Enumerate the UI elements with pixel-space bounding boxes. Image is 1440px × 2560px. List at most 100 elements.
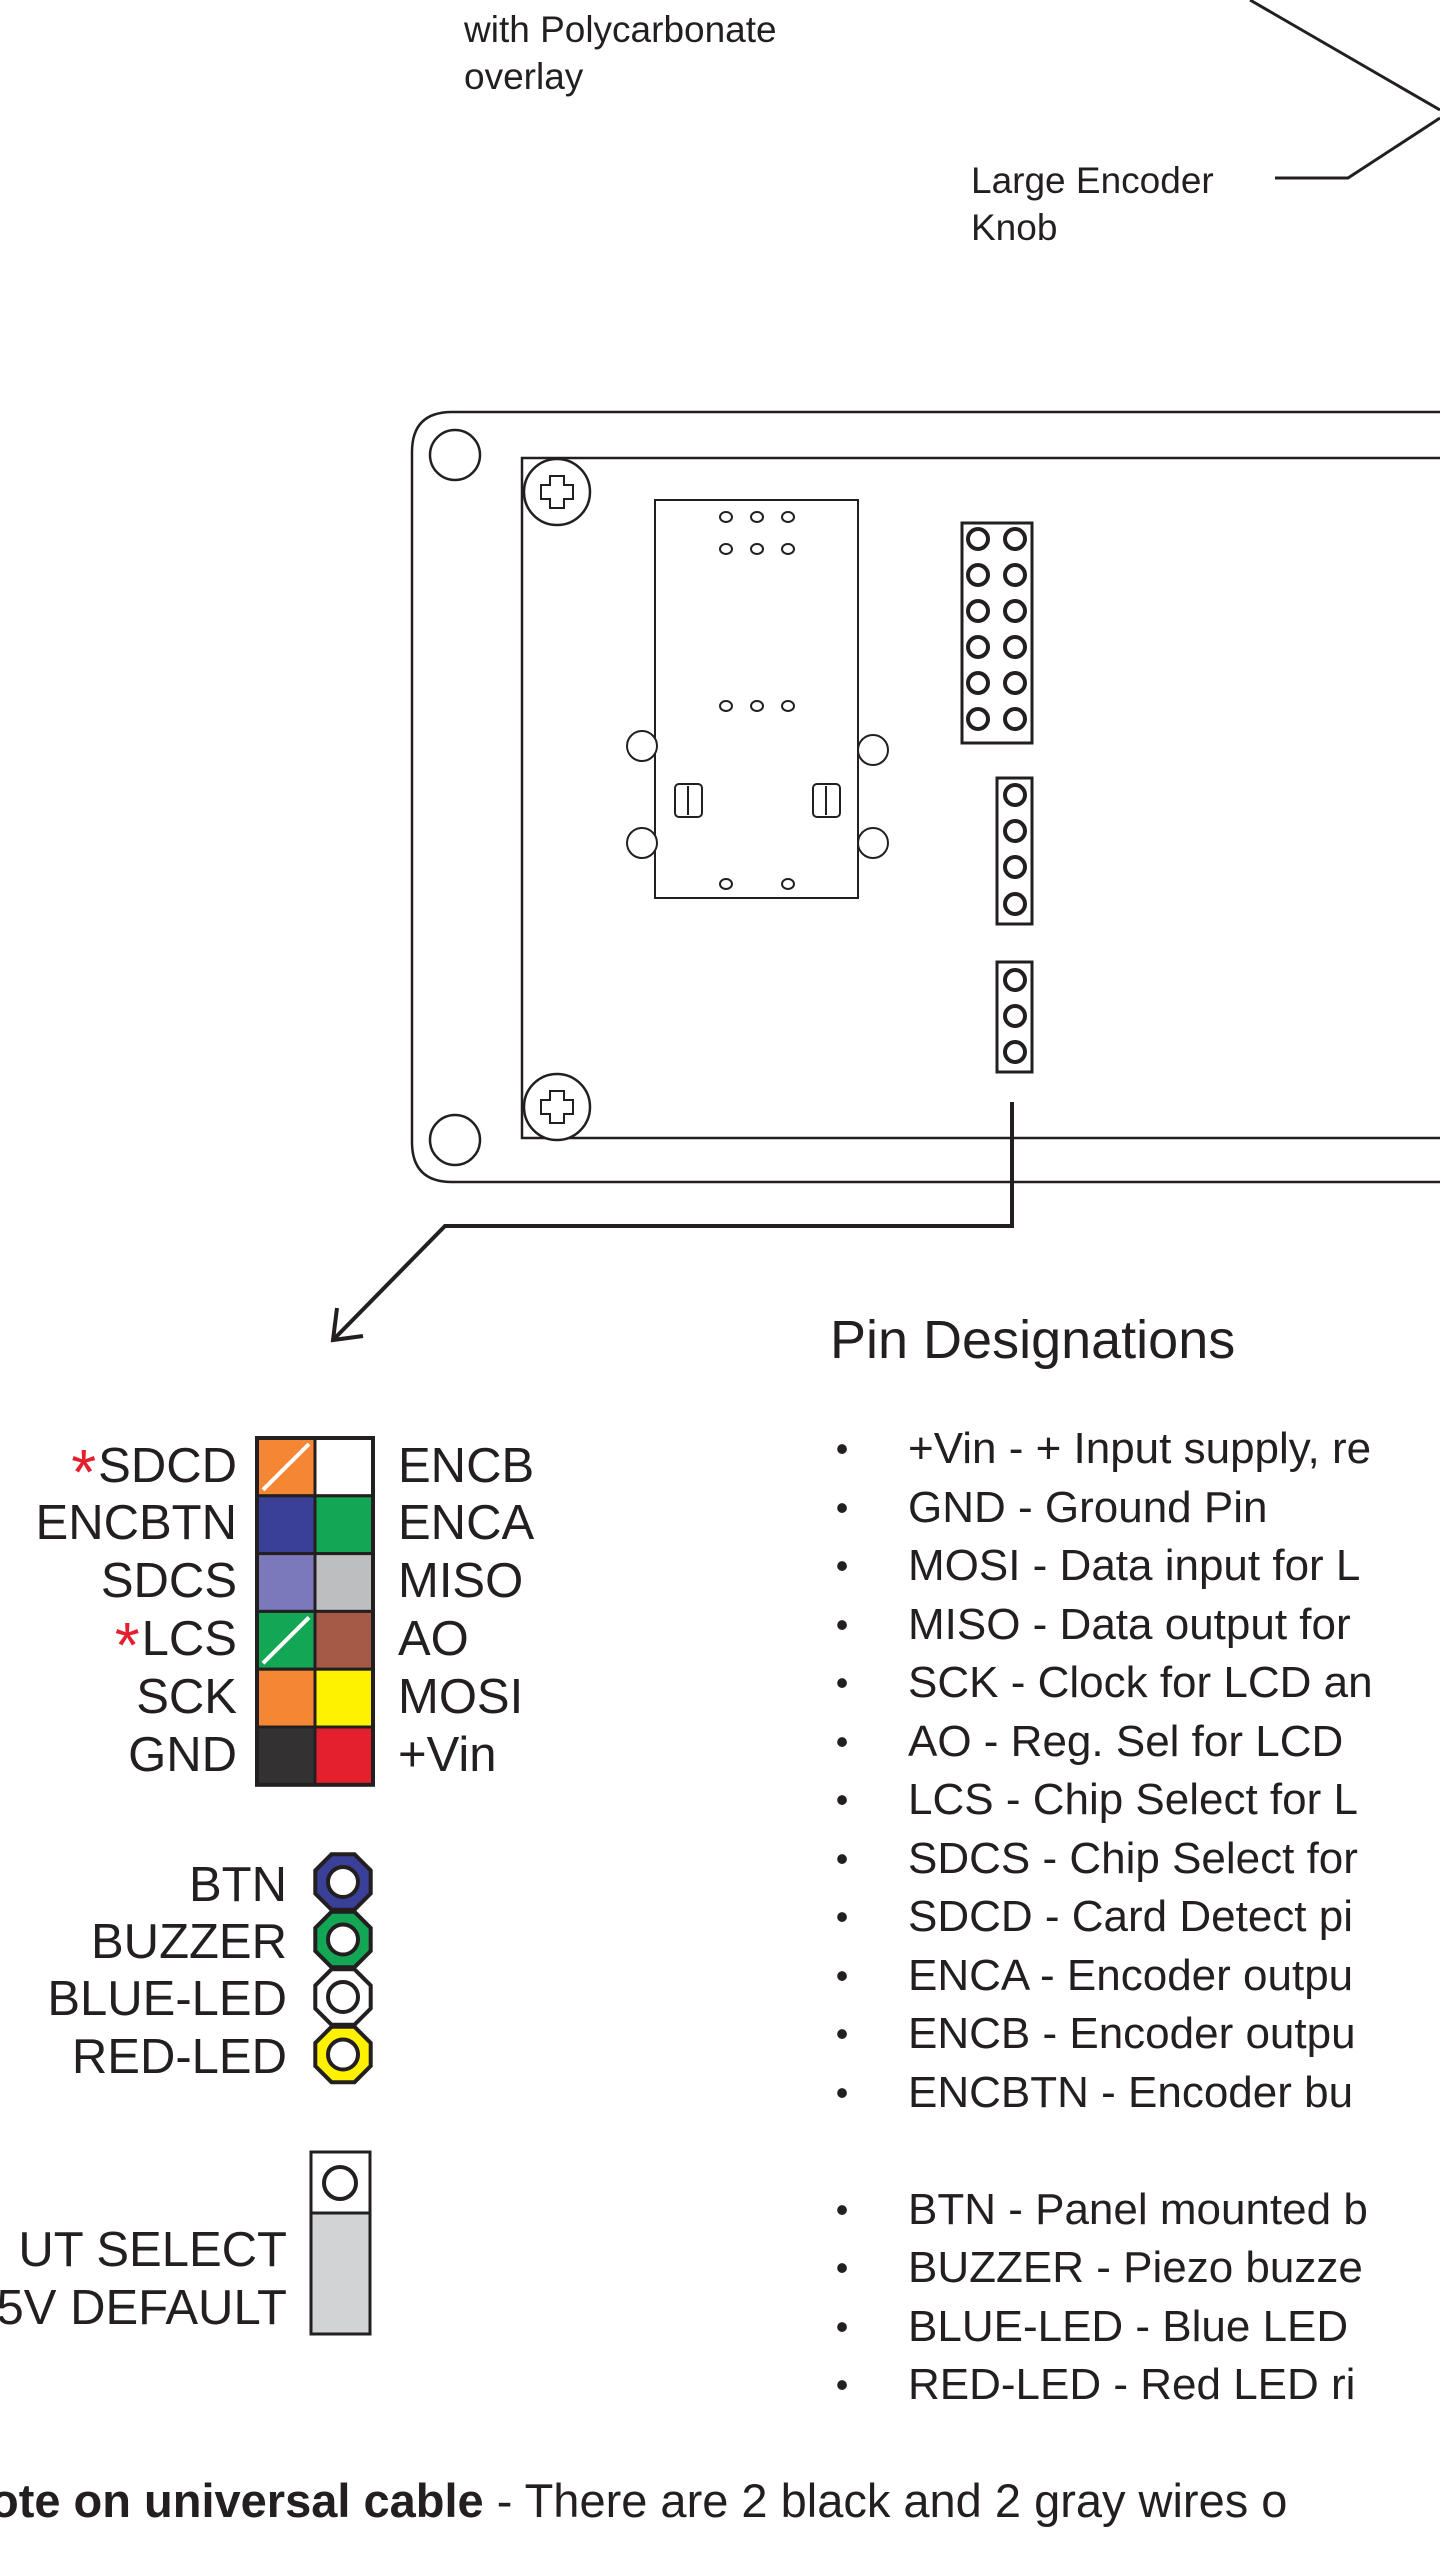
aux-pin-hole-3 xyxy=(326,2037,360,2072)
pin-label-miso: MISO xyxy=(398,1554,524,1608)
aux-label-buzzer: BUZZER xyxy=(91,1915,287,1969)
pin-designation-item: • ENCA - Encoder outpu xyxy=(832,1947,1440,2006)
pin-designation-text: RED-LED - Red LED ri xyxy=(908,2360,1356,2409)
white-stripe-mark xyxy=(261,1442,311,1492)
pin-designation-item: • RED-LED - Red LED ri xyxy=(832,2356,1440,2415)
pin-designation-text: ENCB - Encoder outpu xyxy=(908,2009,1356,2058)
screw-top xyxy=(522,457,592,527)
pin-designation-item: • SDCD - Card Detect pi xyxy=(832,1888,1440,1947)
header-pin-cell-right-4 xyxy=(313,1667,375,1729)
header-pin-cell-right-0 xyxy=(313,1436,375,1498)
pin-designation-text: BUZZER - Piezo buzze xyxy=(908,2243,1363,2292)
pin-designation-text: SCK - Clock for LCD an xyxy=(908,1658,1373,1707)
bullet-icon: • xyxy=(835,2247,849,2288)
aux-label-blue-led: BLUE-LED xyxy=(47,1972,287,2026)
bullet-icon: • xyxy=(835,1954,849,1996)
required-star-icon: * xyxy=(71,1436,97,1508)
pin-designation-text: ENCA - Encoder outpu xyxy=(908,1950,1354,2000)
header-pin-cell-right-5 xyxy=(313,1725,375,1787)
pinout-leader-arrow xyxy=(330,1102,1014,1343)
note-text: - There are 2 black and 2 gray wires o xyxy=(483,2474,1288,2527)
overlay-callout-line2: overlay xyxy=(464,56,584,97)
header-grid-border xyxy=(255,1436,375,1787)
bullet-icon: • xyxy=(835,2305,849,2347)
aux-pin-hole-0 xyxy=(326,1865,360,1899)
pin-designation-text: ENCBTN - Encoder bu xyxy=(908,2067,1354,2117)
pin-designation-item: • MISO - Data output for xyxy=(832,1596,1440,1655)
aux-label-red-led: RED-LED xyxy=(71,2030,287,2084)
pin-designation-text: SDCS - Chip Select for xyxy=(908,1833,1358,1883)
pin-designation-text: GND - Ground Pin xyxy=(908,1482,1268,1532)
pin-designation-item: • AO - Reg. Sel for LCD xyxy=(832,1713,1440,1772)
pin-designation-text: MOSI - Data input for L xyxy=(908,1541,1361,1590)
bullet-icon: • xyxy=(835,1720,849,1762)
pin-designation-item: • SDCS - Chip Select for xyxy=(832,1830,1440,1889)
aux-header-1x4 xyxy=(995,776,1034,926)
pin-label-sdcs: SDCS xyxy=(100,1554,237,1608)
pin-label-encbtn: ENCBTN xyxy=(35,1496,237,1550)
pin-designation-item: • BTN - Panel mounted b xyxy=(832,2181,1440,2240)
overlay-callout: with Polycarbonate overlay xyxy=(464,6,777,100)
bullet-icon: • xyxy=(835,1428,849,1469)
pin-designation-item: • LCS - Chip Select for L xyxy=(832,1771,1440,1830)
bullet-icon: • xyxy=(835,1779,849,1820)
universal-cable-note: ote on universal cable - There are 2 bla… xyxy=(0,2470,1440,2532)
sd-card-module xyxy=(626,499,889,899)
header-color-grid xyxy=(255,1436,375,1787)
overlay-callout-line1: with Polycarbonate xyxy=(464,9,777,50)
board-outline xyxy=(410,410,1440,1184)
pin-designation-text: BLUE-LED - Blue LED xyxy=(908,2301,1349,2351)
jumper-label-line1: UT SELECT xyxy=(18,2223,287,2277)
main-header-2x6 xyxy=(960,521,1034,745)
bullet-icon: • xyxy=(835,1662,849,1703)
bullet-icon: • xyxy=(835,1545,849,1586)
pin-label-enca: ENCA xyxy=(398,1496,535,1550)
bullet-icon: • xyxy=(835,1603,849,1645)
pin-designation-text: LCS - Chip Select for L xyxy=(908,1775,1358,1824)
knob-callout-line2: Knob xyxy=(971,207,1058,248)
pin-label-vin: +Vin xyxy=(398,1728,497,1782)
header-pin-cell-left-4 xyxy=(255,1667,317,1729)
bullet-icon: • xyxy=(835,1837,849,1879)
pin-designation-text: +Vin - + Input supply, re xyxy=(908,1424,1372,1473)
screw-bottom xyxy=(522,1072,592,1142)
callout-leader-lines xyxy=(1249,0,1440,180)
pin-designation-item: • MOSI - Data input for L xyxy=(832,1537,1440,1596)
pin-designation-item: • SCK - Clock for LCD an xyxy=(832,1654,1440,1713)
pin-designation-item: • BLUE-LED - Blue LED xyxy=(832,2298,1440,2357)
pin-label-mosi: MOSI xyxy=(398,1670,524,1724)
aux-pin-rings xyxy=(313,1852,373,2085)
header-pin-cell-left-1 xyxy=(255,1494,317,1556)
pin-label-ao: AO xyxy=(398,1612,469,1666)
pin-designations-heading: Pin Designations xyxy=(830,1310,1236,1370)
knob-callout-line1: Large Encoder xyxy=(971,160,1214,201)
pin-label-sdcd: *SDCD xyxy=(71,1436,237,1508)
pin-designation-text: AO - Reg. Sel for LCD xyxy=(908,1716,1344,1766)
pin-label-sck: SCK xyxy=(136,1670,237,1724)
bullet-icon: • xyxy=(835,2188,849,2230)
aux-label-btn: BTN xyxy=(189,1858,287,1912)
bullet-icon: • xyxy=(835,1896,849,1937)
jumper-header-1x3 xyxy=(995,960,1034,1074)
pin-designations-list: •+Vin - + Input supply, re•GND - Ground … xyxy=(832,1420,1440,2415)
pin-designation-text: SDCD - Card Detect pi xyxy=(908,1892,1354,1941)
aux-pin-hole-1 xyxy=(326,1922,360,1957)
pin-label-gnd: GND xyxy=(128,1728,237,1782)
aux-pin-hole-2 xyxy=(326,1980,360,2014)
jumper-select-block xyxy=(309,2150,372,2336)
pin-designation-item: • ENCBTN - Encoder bu xyxy=(832,2064,1440,2123)
pin-designation-item: •GND - Ground Pin xyxy=(832,1479,1440,1538)
jumper-label-line2: 5V DEFAULT xyxy=(0,2281,287,2335)
pin-label-lcs: *LCS xyxy=(114,1609,237,1681)
pin-designation-text: MISO - Data output for xyxy=(908,1599,1351,1649)
bullet-icon: • xyxy=(835,2364,849,2405)
header-pin-cell-right-1 xyxy=(313,1494,375,1556)
pin-designation-item: •ENCB - Encoder outpu xyxy=(832,2005,1440,2064)
required-star-icon: * xyxy=(114,1609,140,1681)
pin-designation-item: • +Vin - + Input supply, re xyxy=(832,1420,1440,1479)
pin-label-encb: ENCB xyxy=(398,1439,535,1493)
header-pin-cell-right-2 xyxy=(313,1552,375,1613)
pin-designation-text: BTN - Panel mounted b xyxy=(908,2184,1368,2234)
list-spacer xyxy=(832,2122,1440,2181)
bullet-icon: • xyxy=(835,2071,849,2113)
